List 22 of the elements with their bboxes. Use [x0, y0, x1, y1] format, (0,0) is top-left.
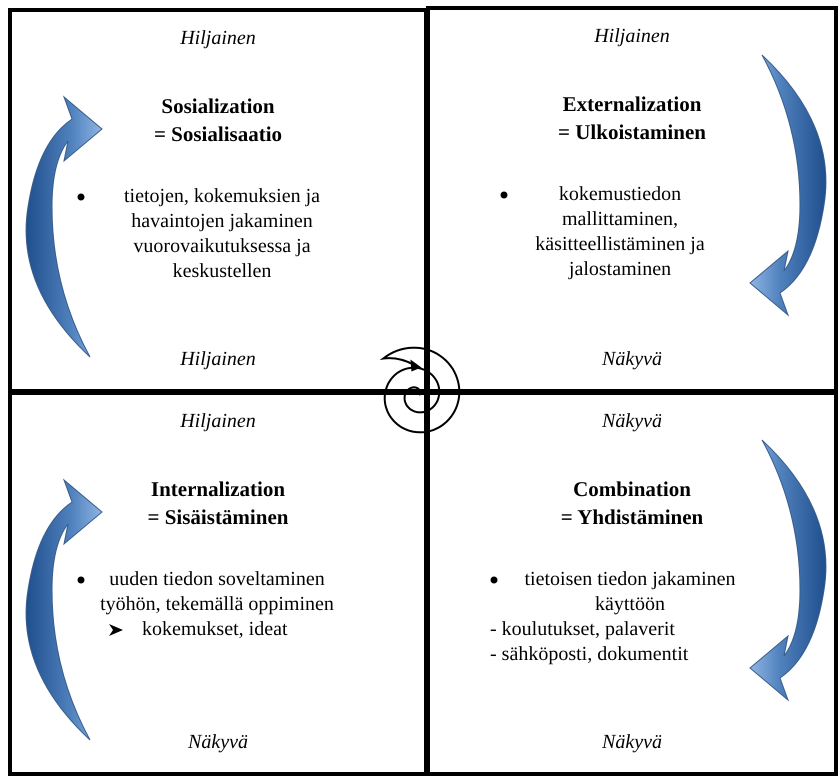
bullet-text: tietoisen tiedon jakaminen käyttöön: [523, 567, 737, 617]
dimension-label: Hiljainen: [179, 347, 257, 372]
dimension-label: Näkyvä: [186, 730, 249, 755]
list-item-text: - koulutukset, palaverit: [490, 617, 675, 642]
mode-heading: Sosialization = Sosialisaatio: [152, 93, 284, 148]
bullet-text: kokemustiedon mallittaminen, käsitteellistäminen ja jalostaminen: [534, 182, 706, 282]
list-item-text: - sähköposti, dokumentit: [490, 642, 688, 667]
quadrant-box: [426, 391, 838, 776]
dimension-label: Näkyvä: [600, 730, 663, 755]
mode-heading: Externalization = Ulkoistaminen: [557, 91, 707, 146]
sub-bullet-text: kokemukset, ideat: [142, 617, 288, 642]
quadrant-box: [8, 391, 428, 776]
mode-heading: Combination = Yhdistäminen: [560, 476, 704, 531]
dimension-label: Hiljainen: [179, 26, 257, 51]
dimension-label: Hiljainen: [179, 409, 257, 434]
quadrant-box: [8, 8, 428, 393]
bullet-text: tietojen, kokemuksien ja havaintojen jakaminen vuorovaikutuksessa ja keskustellen: [122, 184, 322, 284]
dimension-label: Hiljainen: [593, 24, 671, 49]
quadrant-box: [426, 6, 838, 393]
mode-heading: Internalization = Sisäistäminen: [146, 476, 290, 531]
dimension-label: Näkyvä: [600, 347, 663, 372]
dimension-label: Näkyvä: [600, 409, 663, 434]
